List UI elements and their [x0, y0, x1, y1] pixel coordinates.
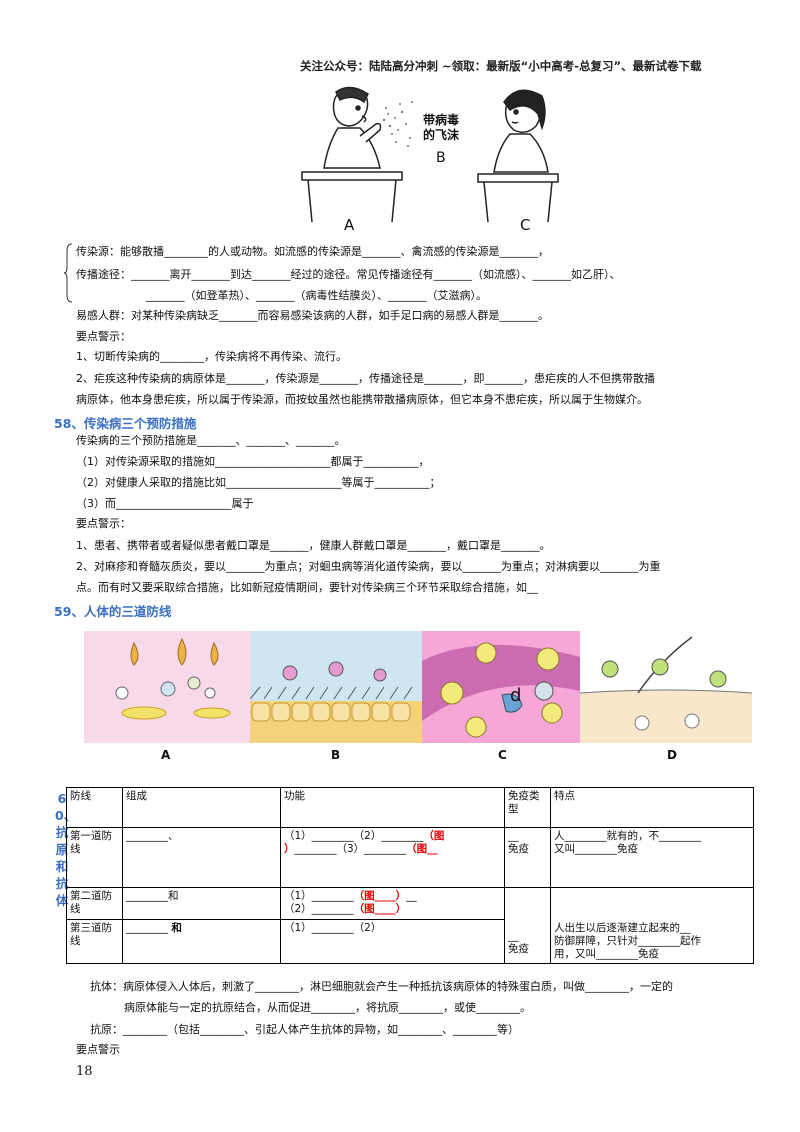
section-59-title: 59、人体的三道防线 [54, 604, 172, 619]
first-line-feature-2: 又叫________免疫 [554, 843, 638, 855]
table-row-second-line: 第二道防线 ________和 （1）________（图____）__ （2）… [66, 887, 754, 964]
s57-transmission-route: 传播途径：_______离开_______到达_______经过的途径。常见传播… [76, 268, 621, 281]
antibody-definition-cont: 病原体能与一定的抗原结合，从而促进________，将抗原________，或使… [124, 1001, 531, 1014]
desks [301, 171, 559, 223]
table-row-third-line: 第三道防线 ________ 和 （1）________（2） [66, 919, 754, 964]
first-line-composition: ________、 [122, 827, 281, 888]
first-line-feature-1: 人________就有的，不________ [554, 830, 701, 842]
s58-notice-2: 2、对麻疹和脊髓灰质炎，要以_______为重点；对蛔虫病等消化道传染病，要以_… [76, 560, 661, 573]
s58-notice-label: 要点警示： [76, 517, 131, 530]
th-immunity-type: 免疫类型 [504, 787, 551, 828]
first-line-function-1: （1）________（2）________ [284, 830, 424, 842]
s57-notice-label: 要点警示： [76, 330, 131, 343]
s57-notice-2: 2、疟疾这种传染病的病原体是_______，传染源是_______，传播途径是_… [76, 372, 655, 385]
s57-transmission-examples: _______（如登革热）、_______（病毒性结膜炎）、_______（艾滋… [146, 289, 487, 302]
first-line-function-2: ________（3）________ [294, 843, 407, 855]
antibody-definition: 抗体：病原体侵入人体后，刺激了________，淋巴细胞就会产生一种抵抗该病原体… [90, 980, 673, 993]
s57-notice-1: 1、切断传染病的________，传染病将不再传染、流行。 [76, 350, 347, 363]
label-b: B [436, 150, 446, 166]
th-features: 特点 [550, 787, 754, 828]
third-line-composition-blank: ________ [126, 922, 168, 934]
picture-label-b: B [331, 748, 341, 762]
table-row-first-line: 第一道防线 ________、 （1）________（2）________（图… [66, 827, 754, 888]
third-line-name: 第三道防线 [66, 919, 123, 964]
s57-susceptible: 易感人群：对某种传染病缺乏_______而容易感染该病的人群，如手足口病的易感人… [76, 309, 549, 322]
third-line-feature-2: 防御屏障，只针对________起作 [554, 935, 701, 947]
s57-infection-source: 传染源：能够散播________的人或动物。如流感的传染源是_______、禽流… [76, 245, 549, 258]
droplet-transmission-illustration: 带病毒 的飞沫 B A C [301, 86, 559, 234]
defense-picture-c: d [422, 631, 580, 743]
third-line-type-blank: __ [508, 930, 519, 942]
first-line-features: 人________就有的，不________ 又叫________免疫 [550, 827, 754, 888]
defense-picture-a [84, 631, 250, 743]
spray-dots [382, 101, 413, 147]
third-line-feature-3: 用，又叫________免疫 [554, 948, 659, 960]
third-line-type-text: 免疫 [508, 943, 529, 955]
page-number: 18 [76, 1064, 93, 1079]
section-58-title: 58、传染病三个预防措施 [54, 416, 197, 431]
th-function: 功能 [280, 787, 505, 828]
first-line-fig-ref-2: （图__ [406, 843, 438, 855]
th-composition: 组成 [122, 787, 281, 828]
three-defense-lines-table: 防线 组成 功能 免疫类型 特点 第一道防线 ________、 （1）____… [66, 787, 754, 964]
second-line-name: 第二道防线 [66, 887, 123, 920]
s58-notice-1: 1、患者、携带者或者疑似患者戴口罩是_______，健康人群戴口罩是______… [76, 539, 551, 552]
third-line-feature-1: 人出生以后逐渐建立起来的__ [554, 922, 691, 934]
first-line-fig-ref-1: （图 [423, 830, 445, 842]
second-line-composition: ________和 [122, 887, 281, 920]
picture-label-a: A [161, 748, 171, 762]
label-a: A [344, 216, 355, 234]
first-line-type-blank: __ [508, 830, 519, 842]
s58-three-measures: 传染病的三个预防措施是_______、_______、_______。 [76, 434, 346, 447]
third-line-composition-and: 和 [171, 922, 182, 934]
curly-brace [63, 243, 73, 303]
first-line-name: 第一道防线 [66, 827, 123, 888]
second-line-function: （1）________（图____）__ （2）________（图____） [280, 887, 505, 920]
label-c: C [520, 216, 530, 234]
picture-label-c: C [498, 748, 507, 762]
picture-label-d: D [667, 748, 677, 762]
second-line-function-1: （1）________ [284, 890, 354, 902]
s58-measure-2: （2）对健康人采取的措施比如_____________________等属于__… [76, 476, 441, 489]
first-line-type: __ 免疫 [504, 827, 551, 888]
defense-picture-b [250, 631, 422, 743]
table-header-row: 防线 组成 功能 免疫类型 特点 [66, 787, 754, 828]
second-third-features: 人出生以后逐渐建立起来的__ 防御屏障，只针对________起作 用，又叫__… [550, 887, 754, 964]
third-line-composition: ________ 和 [122, 919, 281, 964]
s58-measure-3: （3）而_____________________属于 [76, 497, 254, 510]
picture-c-mark: d [510, 685, 521, 706]
bubble-line-1: 带病毒 [423, 112, 459, 127]
second-line-function-2: （2）________ [284, 903, 354, 915]
section-60-title: 60、抗原和抗体 [55, 791, 77, 908]
first-line-function: （1）________（2）________（图 ）________（3）___… [280, 827, 505, 888]
second-line-function-1-tail: __ [406, 890, 417, 902]
defense-picture-d [580, 631, 752, 743]
second-line-fig-ref-2: （图____） [353, 903, 407, 915]
s58-notice-2-cont: 点。而有时又要采取综合措施，比如新冠疫情期间，要针对传染病三个环节采取综合措施，… [76, 581, 538, 594]
girl-figure [493, 89, 549, 173]
s58-measure-1: （1）对传染源采取的措施如_____________________都属于___… [76, 455, 430, 468]
page-header: 关注公众号：陆陆高分冲刺 ~领取：最新版“小中高考-总复习”、最新试卷下载 [300, 59, 702, 73]
second-third-type: __ 免疫 [504, 887, 551, 964]
antigen-definition: 抗原：________（包括________、引起人体产生抗体的异物，如____… [90, 1023, 519, 1036]
bubble-line-2: 的飞沫 [423, 127, 460, 142]
s57-notice-2-cont: 病原体，他本身患疟疾，所以属于传染源，而按蚊虽然也能携带散播病原体，但它本身不患… [76, 393, 648, 406]
third-line-function: （1）________（2） [280, 919, 505, 964]
antibody-notice-label: 要点警示 [76, 1043, 120, 1056]
th-line: 防线 [66, 787, 123, 828]
second-line-fig-ref-1: （图____） [353, 890, 407, 902]
first-line-type-text: 免疫 [508, 843, 529, 855]
boy-figure [323, 86, 382, 169]
first-line-fig-ref-1-close: ） [284, 843, 295, 855]
